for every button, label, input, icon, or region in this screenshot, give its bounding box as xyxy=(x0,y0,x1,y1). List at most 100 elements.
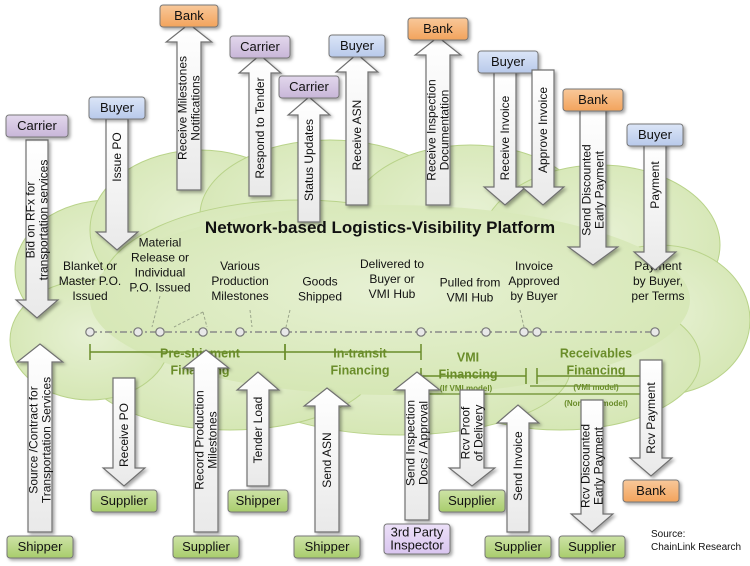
source-credit: Source:ChainLink Research xyxy=(651,529,741,553)
connector-line xyxy=(519,309,525,328)
block-arrow xyxy=(520,69,566,206)
block-arrow xyxy=(495,404,541,533)
milestone-dot xyxy=(85,327,95,337)
phase-note-vmi-model: (VMI model) xyxy=(573,383,619,392)
party-label: Buyer xyxy=(340,38,375,53)
party-box xyxy=(484,535,552,559)
block-arrow xyxy=(14,139,60,319)
activity-label: Source /Contract forTransportation Servi… xyxy=(27,377,54,503)
activity-label: Send InspectionDocs / Approval xyxy=(404,400,431,486)
party-box xyxy=(438,489,506,513)
party-box xyxy=(407,17,469,41)
party-label: Supplier xyxy=(494,539,542,554)
milestone-dot xyxy=(519,327,529,337)
activity-label: Receive InspectionDocumentation xyxy=(425,79,452,180)
party-label: Carrier xyxy=(240,39,280,54)
party-box xyxy=(558,535,626,559)
party-box xyxy=(6,535,74,559)
milestone-dot xyxy=(155,327,165,337)
activity-label: Tender Load xyxy=(251,397,265,464)
activity-label: Send DiscountedEarly Payment xyxy=(580,144,607,235)
party-label: Shipper xyxy=(18,539,63,554)
milestone-dot xyxy=(416,327,426,337)
activity-label: Approve Invoice xyxy=(536,87,550,173)
party-box xyxy=(172,535,240,559)
activity-label: Receive MilestonesNotifications xyxy=(176,56,203,160)
party-box xyxy=(90,489,158,513)
block-arrow xyxy=(15,343,65,533)
block-arrow xyxy=(164,23,214,191)
activity-label: Respond to Tender xyxy=(253,77,267,178)
top-actor: Receive Invoice Buyer xyxy=(477,50,539,206)
milestone-dot xyxy=(133,327,143,337)
block-arrow xyxy=(286,96,332,223)
activity-label: Receive ASN xyxy=(350,100,364,171)
activity-label: Rcv Payment xyxy=(644,382,658,454)
party-label: Buyer xyxy=(491,54,526,69)
activity-label: Issue PO xyxy=(110,132,124,181)
block-arrow xyxy=(413,36,463,206)
milestone-dot xyxy=(650,327,660,337)
party-box xyxy=(278,75,340,99)
activity-label: Receive Invoice xyxy=(498,95,512,180)
top-actor: Bid on RFx fortransportation services Car… xyxy=(5,114,69,319)
party-label: Bank xyxy=(174,8,204,23)
block-arrow xyxy=(94,118,140,251)
party-label: Bank xyxy=(423,21,453,36)
block-arrow xyxy=(181,349,231,533)
party-label: Buyer xyxy=(100,100,135,115)
connector-line xyxy=(249,309,253,328)
party-box xyxy=(227,489,289,513)
top-actor: Respond to Tender Carrier xyxy=(229,35,291,197)
party-label: Supplier xyxy=(182,539,230,554)
party-box xyxy=(328,34,386,58)
platform-title: Network-based Logistics-Visibility Platf… xyxy=(205,218,555,237)
party-label: Buyer xyxy=(638,127,673,142)
party-box xyxy=(88,96,146,120)
party-label: Shipper xyxy=(305,539,350,554)
bottom-actor: Source /Contract forTransportation Servi… xyxy=(6,343,74,559)
block-arrow xyxy=(302,387,352,533)
party-label: Bank xyxy=(578,92,608,107)
block-arrow xyxy=(569,399,615,533)
block-arrow xyxy=(566,107,620,266)
party-box xyxy=(622,479,680,503)
activity-label: Payment xyxy=(648,161,662,209)
activity-label: Status Updates xyxy=(302,119,316,201)
party-box xyxy=(5,114,69,138)
party-box xyxy=(562,88,624,112)
activity-label: Record ProductionMilestones xyxy=(193,390,220,489)
block-arrow xyxy=(392,371,442,521)
top-actor: Receive InspectionDocumentation Bank xyxy=(407,17,469,206)
milestone-dot xyxy=(481,327,491,337)
party-box xyxy=(626,123,684,147)
top-actor: Receive MilestonesNotifications Bank xyxy=(159,4,219,191)
connector-line xyxy=(151,295,161,328)
connector-line xyxy=(202,311,208,328)
party-label: Shipper xyxy=(236,493,281,508)
party-label: Bank xyxy=(636,483,666,498)
party-label: Supplier xyxy=(568,539,616,554)
activity-label: Rcv DiscountedEarly Payment xyxy=(579,424,606,508)
connector-line xyxy=(285,309,291,328)
party-label: Carrier xyxy=(17,118,57,133)
activity-label: Rcv Proofof Delivery xyxy=(459,405,486,462)
block-arrow xyxy=(235,371,281,487)
party-box xyxy=(229,35,291,59)
phase-note-vmi: (If VMI model) xyxy=(440,384,493,393)
milestone-dot xyxy=(280,327,290,337)
activity-label: Bid on RFx fortransportation services xyxy=(24,160,51,281)
